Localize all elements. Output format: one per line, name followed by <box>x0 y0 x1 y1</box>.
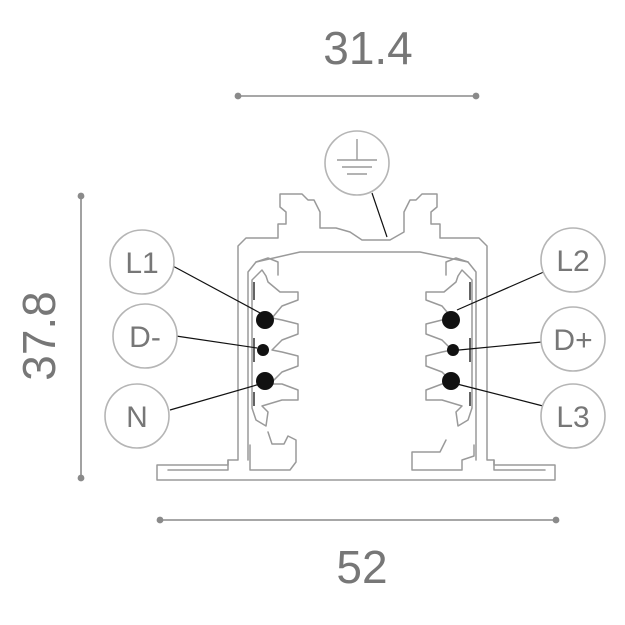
height-label: 37.8 <box>13 291 65 381</box>
label-badge-l3: L3 <box>540 383 606 449</box>
leader-l1 <box>170 264 263 315</box>
leader-d-plus <box>458 341 543 351</box>
inner-channel-top <box>255 251 469 263</box>
height-dimension: 37.8 <box>13 192 85 482</box>
bottom-dimension: 52 <box>156 516 560 593</box>
top-dimension-start-dot <box>234 92 242 100</box>
bottom-dimension-start-dot <box>156 516 164 524</box>
label-l1: L1 <box>125 247 158 280</box>
bottom-dimension-end-dot <box>552 516 560 524</box>
label-badge-l1: L1 <box>109 229 175 295</box>
ground-icon <box>337 139 377 175</box>
right-bottom-lip <box>411 439 475 471</box>
label-l3: L3 <box>556 401 589 434</box>
top-dimension-end-dot <box>472 92 480 100</box>
leader-l3 <box>456 383 544 407</box>
height-dimension-end-dot <box>77 474 85 482</box>
ground-leader-line <box>371 192 388 238</box>
conductor-d-plus <box>447 344 459 356</box>
conductor-l1 <box>256 311 274 329</box>
right-insulator <box>425 269 473 427</box>
top-dimension: 31.4 <box>234 22 480 100</box>
bottom-width-label: 52 <box>336 541 387 593</box>
label-d-plus: D+ <box>553 324 592 357</box>
leader-n <box>169 383 261 411</box>
conductor-d-minus <box>257 344 269 356</box>
profile-outline <box>156 193 556 481</box>
track-profile <box>156 193 556 481</box>
label-n: N <box>126 401 148 434</box>
left-bottom-lip <box>249 431 297 471</box>
label-badge-d-minus: D- <box>112 303 178 369</box>
label-l2: L2 <box>556 245 589 278</box>
leader-l2 <box>456 270 547 311</box>
leader-lines <box>169 264 547 411</box>
left-insulator <box>251 269 299 427</box>
height-dimension-start-dot <box>77 192 85 200</box>
ground-badge-circle <box>324 130 390 196</box>
top-width-label: 31.4 <box>323 22 413 74</box>
label-badge-d-plus: D+ <box>540 306 606 372</box>
label-d-minus: D- <box>129 321 161 354</box>
label-badge-n: N <box>104 383 170 449</box>
conductor-l3 <box>442 372 460 390</box>
ground-badge <box>324 130 390 238</box>
leader-d-minus <box>175 335 258 349</box>
label-badge-l2: L2 <box>540 227 606 293</box>
right-skirt <box>493 459 546 471</box>
conductor-l2 <box>442 311 460 329</box>
left-skirt <box>167 459 229 471</box>
conductor-n <box>256 372 274 390</box>
